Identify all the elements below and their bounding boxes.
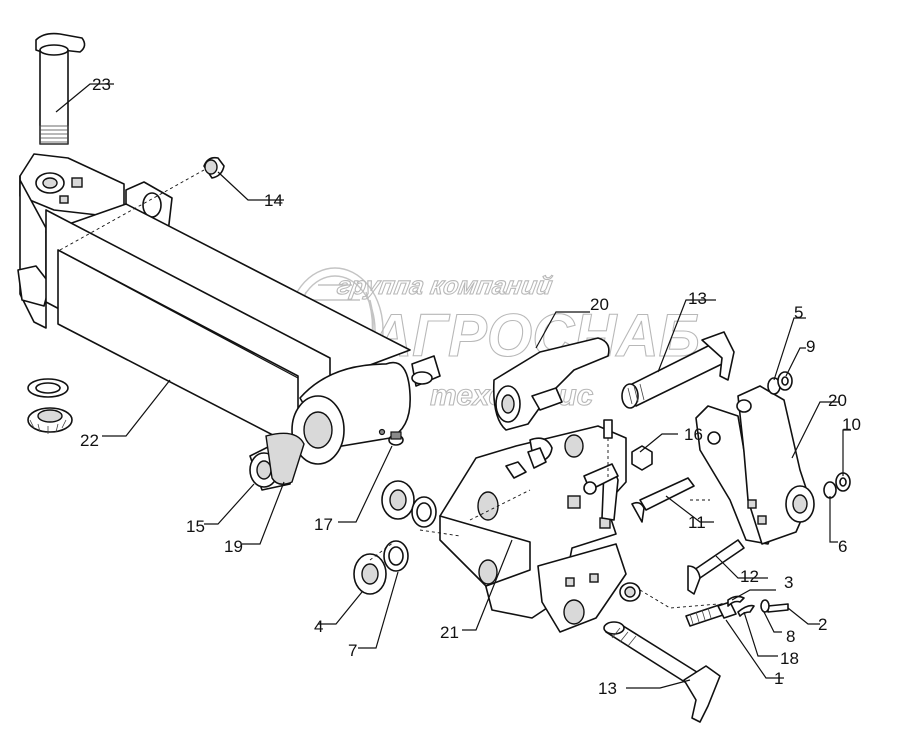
part-16-nut	[631, 445, 653, 471]
part-23-pin	[35, 32, 86, 145]
callout-20-upper: 20	[590, 295, 609, 314]
callout-14: 14	[264, 191, 283, 210]
part-3-cotter	[727, 595, 745, 607]
part-10-washer	[835, 472, 851, 492]
callout-3: 3	[784, 573, 793, 592]
nut-upper	[381, 480, 415, 520]
callout-17: 17	[314, 515, 333, 534]
callout-22: 22	[80, 431, 99, 450]
watermark-line1: группа компаний	[335, 272, 554, 300]
part-20-link-right	[695, 385, 815, 545]
washer-upper	[411, 496, 437, 528]
bushing-bracket	[527, 447, 547, 469]
part-7-washer	[383, 540, 409, 572]
callout-4: 4	[314, 617, 323, 636]
callout-13-upper: 13	[688, 289, 707, 308]
callout-19: 19	[224, 537, 243, 556]
callout-8: 8	[786, 627, 795, 646]
part-2-bolt	[767, 603, 789, 613]
callout-labels: 23 14 22 15 19 17 4 7 21 20 13 16 11 12 …	[80, 75, 861, 698]
callout-21: 21	[440, 623, 459, 642]
callout-16: 16	[684, 425, 703, 444]
callout-13-lower: 13	[598, 679, 617, 698]
part-9-washer	[777, 371, 793, 391]
pin-bracket	[583, 463, 619, 495]
bushing-upper	[411, 355, 441, 387]
part-6-washer	[823, 481, 837, 499]
callout-10: 10	[842, 415, 861, 434]
part-8-washer	[760, 599, 770, 613]
callout-11: 11	[688, 513, 706, 532]
leaders	[55, 83, 851, 689]
washer-left	[27, 378, 69, 398]
callout-5: 5	[794, 303, 803, 322]
grease-nipple-top	[603, 419, 613, 478]
part-13-pin-upper	[621, 331, 735, 409]
part-21-bracket	[439, 425, 641, 633]
part-17-nipple	[388, 431, 404, 446]
part-4-nut	[353, 553, 387, 595]
part-11-pin	[631, 477, 695, 523]
part-12-pin	[687, 539, 745, 595]
part-18-clip	[737, 604, 755, 617]
callout-20-right: 20	[828, 391, 847, 410]
part-20-link-upper	[492, 337, 610, 431]
callout-1: 1	[774, 669, 783, 688]
callout-18: 18	[780, 649, 799, 668]
nut-bracket	[505, 461, 527, 479]
part-19-seal	[265, 432, 305, 485]
callout-23: 23	[92, 75, 111, 94]
callout-12: 12	[740, 567, 759, 586]
callout-7: 7	[348, 641, 357, 660]
nut-left	[27, 407, 73, 434]
part-13-pin-lower	[603, 621, 721, 723]
part-22-beam	[17, 153, 411, 465]
callout-6: 6	[838, 537, 847, 556]
callout-9: 9	[806, 337, 815, 356]
callout-2: 2	[818, 615, 827, 634]
callout-15: 15	[186, 517, 205, 536]
part-1-bolt	[685, 601, 737, 627]
